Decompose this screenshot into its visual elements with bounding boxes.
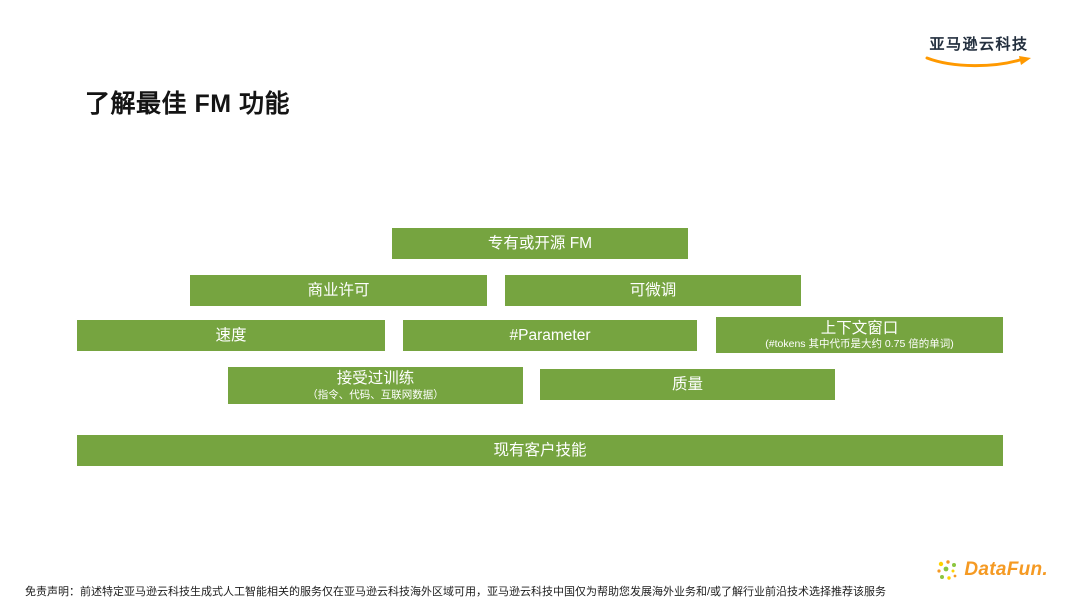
box-quality: 质量 xyxy=(540,369,835,400)
box-proprietary-or-open-source-fm: 专有或开源 FM xyxy=(392,228,688,259)
box-training-data: 接受过训练 （指令、代码、互联网数据） xyxy=(228,367,523,404)
box-label: 商业许可 xyxy=(307,281,370,299)
aws-logo-text: 亚马逊云科技 xyxy=(929,36,1029,53)
box-label: 速度 xyxy=(215,326,247,344)
aws-logo: 亚马逊云科技 xyxy=(918,33,1040,71)
box-sublabel: （指令、代码、互联网数据） xyxy=(307,388,444,401)
box-existing-customer-skills: 现有客户技能 xyxy=(77,435,1003,466)
box-label: 上下文窗口 xyxy=(820,319,899,337)
box-fine-tunable: 可微调 xyxy=(505,275,801,306)
box-speed: 速度 xyxy=(77,320,385,351)
box-label: 接受过训练 xyxy=(336,370,415,388)
aws-smile-icon xyxy=(925,56,1031,68)
datafun-logo-text: DataFun. xyxy=(964,559,1048,580)
box-sublabel: (#tokens 其中代币是大约 0.75 倍的单词) xyxy=(765,338,954,351)
box-commercial-license: 商业许可 xyxy=(190,275,487,306)
box-label: 现有客户技能 xyxy=(493,441,587,459)
box-context-window: 上下文窗口 (#tokens 其中代币是大约 0.75 倍的单词) xyxy=(716,317,1003,353)
box-label: 专有或开源 FM xyxy=(487,234,593,252)
datafun-icon xyxy=(937,560,957,580)
page-title: 了解最佳 FM 功能 xyxy=(85,90,290,118)
box-label: #Parameter xyxy=(509,326,591,344)
box-label: 可微调 xyxy=(629,281,677,299)
box-parameter-count: #Parameter xyxy=(403,320,697,351)
disclaimer-text: 免责声明：前述特定亚马逊云科技生成式人工智能相关的服务仅在亚马逊云科技海外区域可… xyxy=(25,586,887,598)
box-label: 质量 xyxy=(671,375,703,393)
datafun-logo: DataFun. xyxy=(935,558,1048,582)
